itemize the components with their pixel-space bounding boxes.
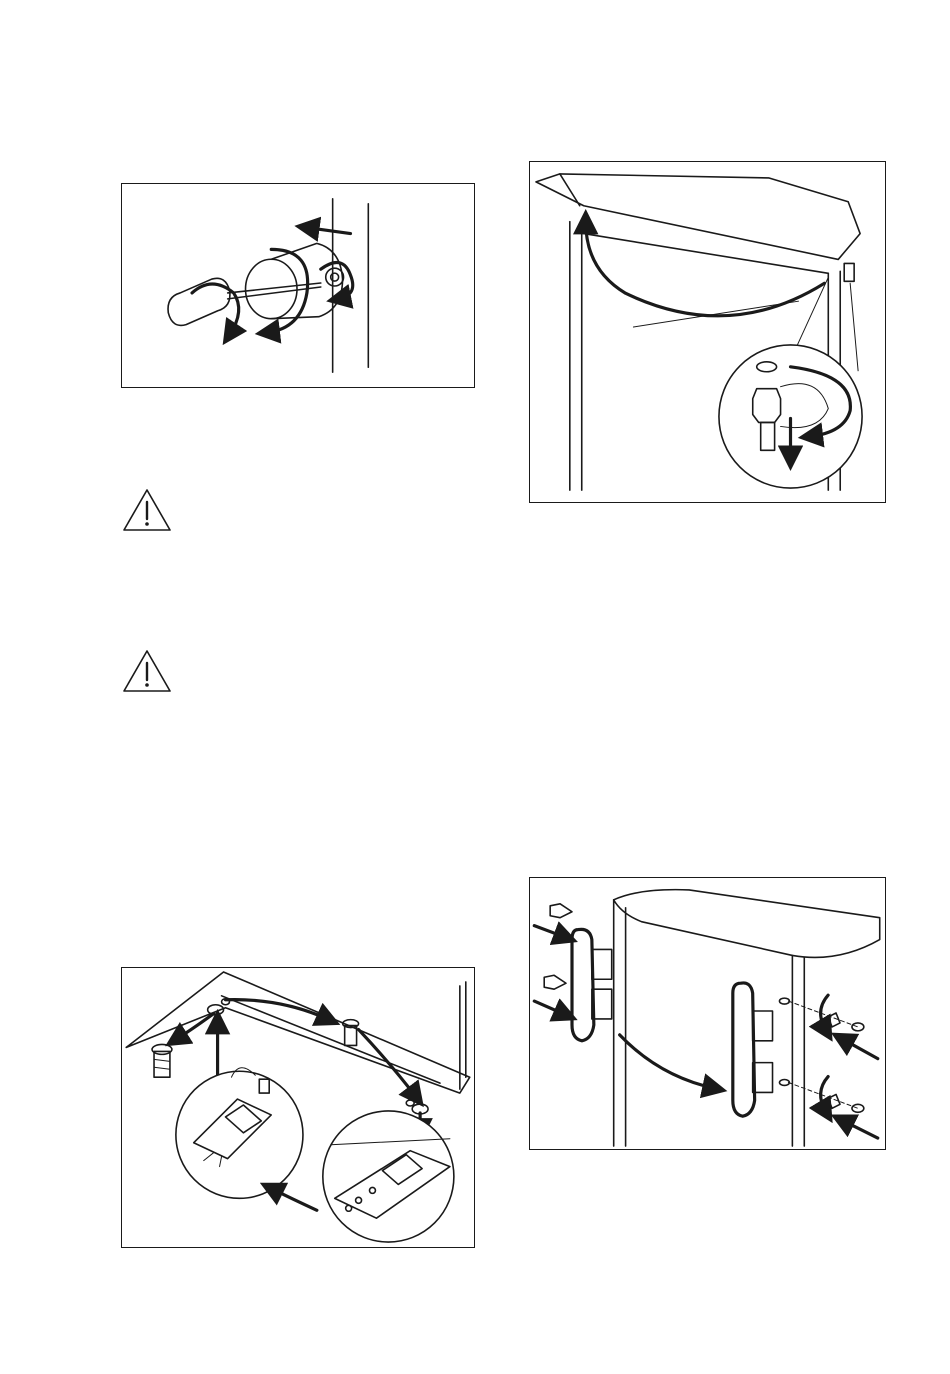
figure-bottom-hinge-bracket [121, 967, 475, 1248]
handle-transfer-arrow [620, 1035, 715, 1089]
bottom-hinge-illustration [122, 968, 474, 1247]
warning-triangle-icon [121, 648, 173, 694]
left-handle [572, 929, 594, 1040]
zoom-circle-bracket [176, 1071, 303, 1198]
warning-triangle-icon [121, 487, 173, 533]
screwdriver-illustration [122, 184, 474, 387]
handles-illustration [530, 878, 885, 1149]
top-hinge-illustration [530, 162, 885, 502]
figure-screwdriver-cover-removal [121, 183, 475, 388]
figure-door-handles [529, 877, 886, 1150]
right-handle [733, 983, 755, 1116]
figure-top-hinge-pin [529, 161, 886, 503]
rotate-arrow-1 [192, 284, 239, 335]
door-swing-arrow [586, 222, 825, 316]
direction-arrow [307, 228, 351, 234]
screw-left [152, 1044, 172, 1077]
